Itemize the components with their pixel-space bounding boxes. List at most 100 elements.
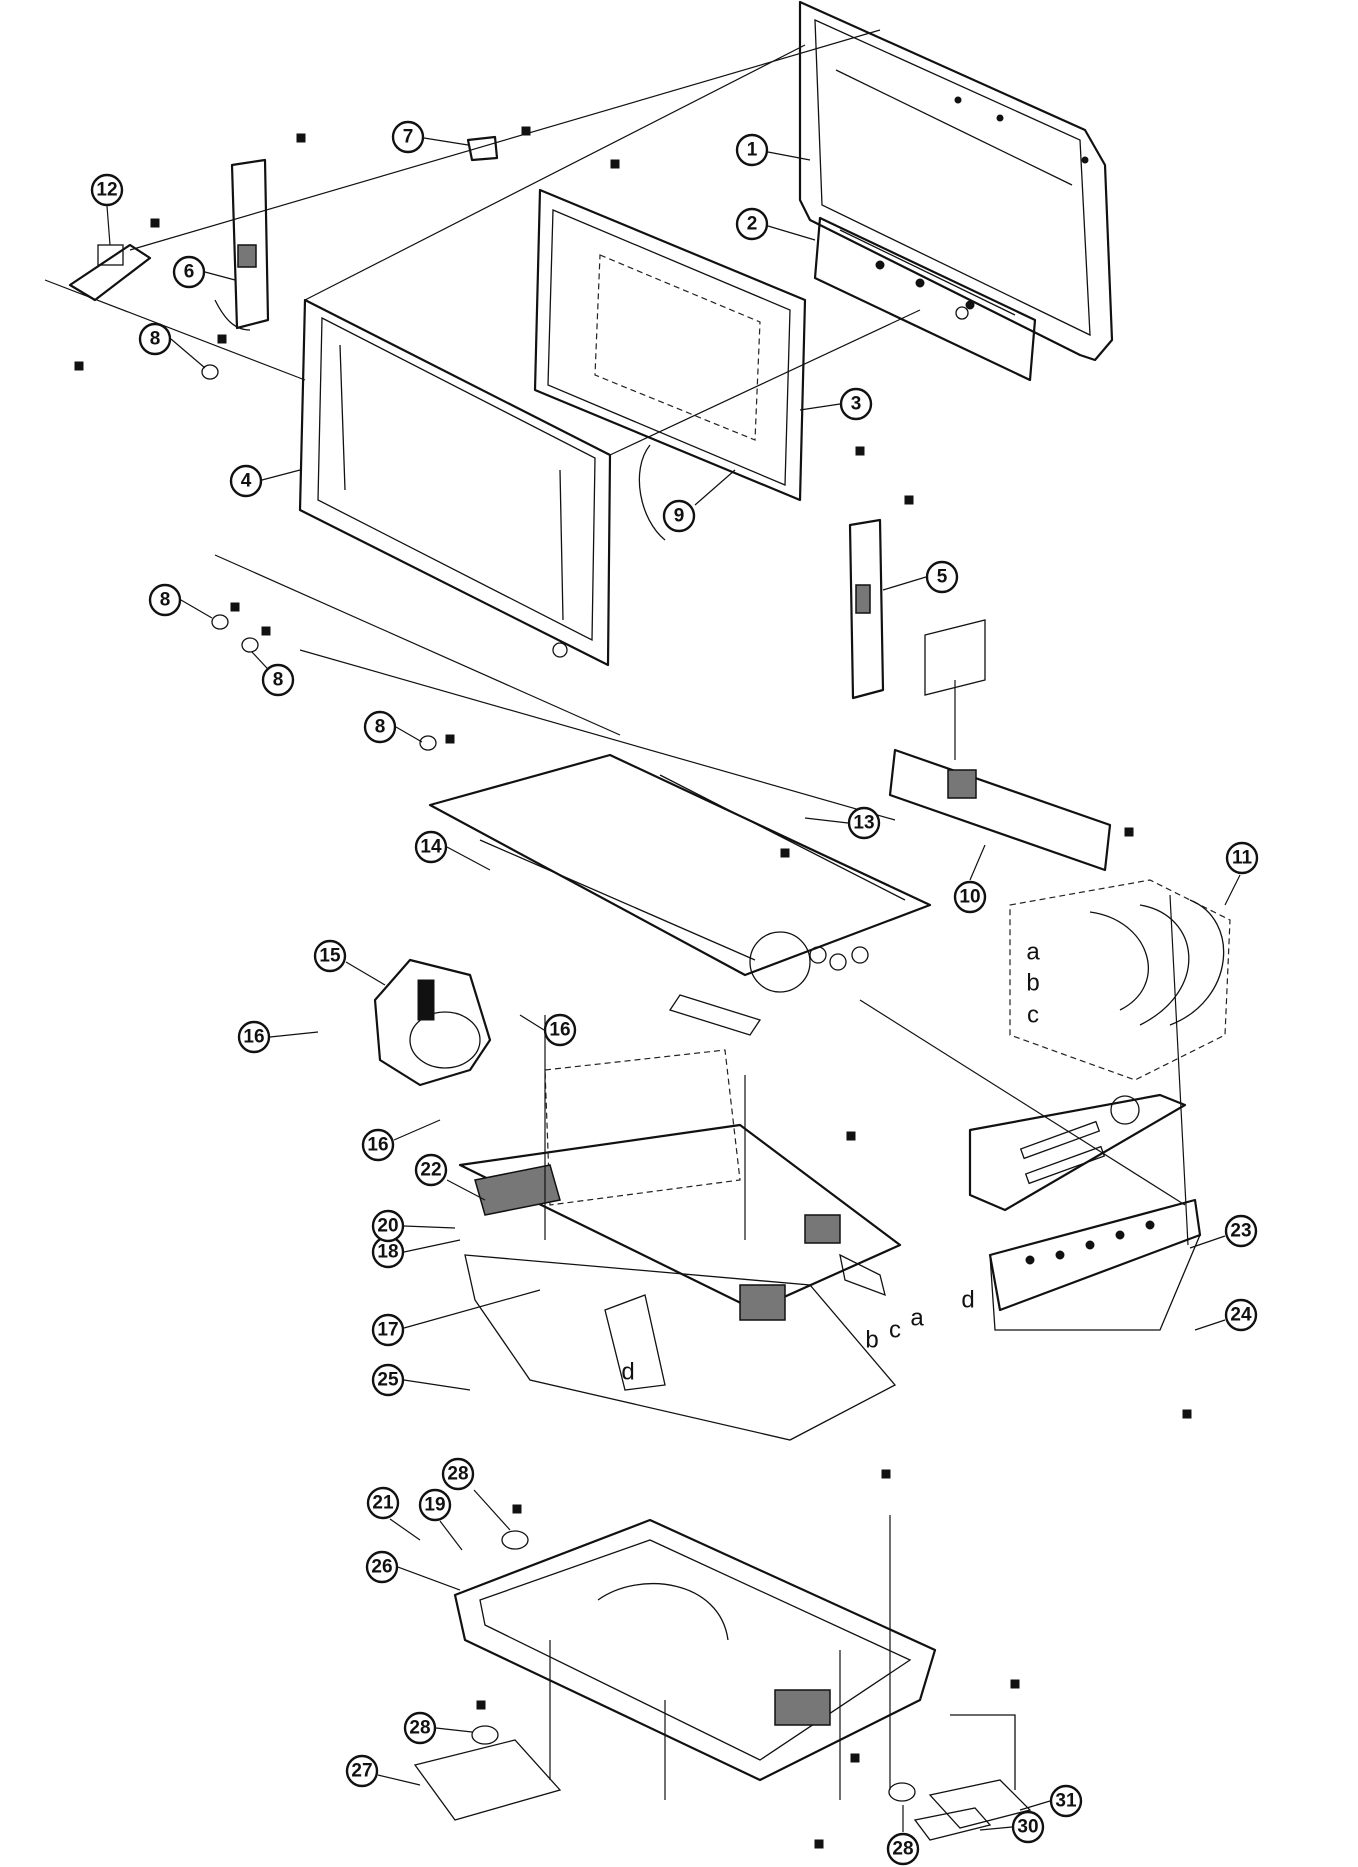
callout-23: 23 bbox=[1189, 1214, 1258, 1249]
svg-text:7: 7 bbox=[403, 127, 414, 148]
svg-text:30: 30 bbox=[1017, 1817, 1038, 1838]
svg-text:31: 31 bbox=[1055, 1791, 1077, 1812]
svg-text:12: 12 bbox=[96, 180, 117, 201]
wire-label-a-board: a bbox=[910, 1305, 924, 1332]
callout-6: 6 bbox=[172, 255, 236, 289]
svg-text:17: 17 bbox=[377, 1320, 398, 1341]
callout-28-bottom: 28 bbox=[886, 1805, 920, 1866]
wire-label-b-board: b bbox=[865, 1327, 878, 1354]
callout-11: 11 bbox=[1224, 841, 1259, 906]
callout-5: 5 bbox=[882, 560, 959, 594]
rubber-foot bbox=[201, 364, 219, 380]
callout-14: 14 bbox=[414, 830, 491, 871]
svg-text:19: 19 bbox=[424, 1495, 445, 1516]
wire-label-d-keyboard: d bbox=[961, 1287, 974, 1314]
lcd-driver-board bbox=[888, 619, 1112, 872]
callout-31: 31 bbox=[1019, 1784, 1083, 1818]
callout-27: 27 bbox=[345, 1754, 421, 1788]
rubber-foot bbox=[211, 614, 229, 630]
callout-8-middle: 8 bbox=[251, 651, 295, 697]
wire-label-c-board: c bbox=[889, 1317, 901, 1344]
svg-text:16: 16 bbox=[243, 1027, 264, 1048]
callout-15: 15 bbox=[313, 939, 386, 986]
callout-17: 17 bbox=[371, 1289, 541, 1347]
svg-text:3: 3 bbox=[851, 394, 862, 415]
left-speaker bbox=[214, 158, 270, 331]
callout-12: 12 bbox=[90, 173, 124, 246]
callout-19: 19 bbox=[418, 1488, 463, 1551]
hinge-bracket bbox=[466, 135, 499, 162]
svg-text:11: 11 bbox=[1232, 848, 1253, 869]
svg-text:8: 8 bbox=[160, 590, 171, 611]
svg-text:28: 28 bbox=[409, 1718, 430, 1739]
svg-text:13: 13 bbox=[853, 813, 874, 834]
key-board bbox=[988, 1198, 1202, 1331]
callout-16-right: 16 bbox=[519, 1013, 577, 1047]
svg-text:20: 20 bbox=[377, 1216, 398, 1237]
screw-set bbox=[74, 126, 1192, 1849]
callout-3: 3 bbox=[799, 387, 873, 421]
callout-22: 22 bbox=[414, 1153, 486, 1201]
svg-text:9: 9 bbox=[674, 506, 685, 527]
callout-26: 26 bbox=[365, 1550, 461, 1591]
callout-28-top: 28 bbox=[441, 1457, 511, 1531]
callout-30: 30 bbox=[979, 1810, 1045, 1844]
callout-25: 25 bbox=[371, 1363, 471, 1397]
svg-text:8: 8 bbox=[375, 717, 386, 738]
svg-text:14: 14 bbox=[420, 837, 442, 858]
svg-text:6: 6 bbox=[184, 262, 195, 283]
callout-1: 1 bbox=[735, 133, 811, 167]
wire-label-c: c bbox=[1027, 1002, 1039, 1029]
rear-cover bbox=[798, 0, 1114, 362]
svg-text:21: 21 bbox=[372, 1493, 394, 1514]
wire-label-d-board: d bbox=[621, 1359, 634, 1386]
svg-text:22: 22 bbox=[420, 1160, 441, 1181]
callout-4: 4 bbox=[229, 464, 301, 498]
rubber-foot bbox=[241, 637, 259, 653]
front-bezel bbox=[298, 298, 612, 667]
callout-13: 13 bbox=[804, 806, 881, 840]
callout-28-left: 28 bbox=[403, 1711, 473, 1745]
right-speaker bbox=[848, 518, 885, 700]
wire-label-a: a bbox=[1026, 939, 1040, 966]
disc-mechanism bbox=[373, 958, 492, 1087]
battery-cover bbox=[928, 1714, 1032, 1829]
svg-text:18: 18 bbox=[377, 1242, 398, 1263]
svg-text:16: 16 bbox=[367, 1135, 388, 1156]
power-switch bbox=[68, 243, 152, 302]
svg-text:16: 16 bbox=[549, 1020, 570, 1041]
callout-10: 10 bbox=[953, 844, 987, 914]
svg-text:4: 4 bbox=[241, 471, 252, 492]
svg-text:25: 25 bbox=[377, 1370, 399, 1391]
svg-text:26: 26 bbox=[371, 1557, 392, 1578]
front-control-panel bbox=[968, 1093, 1187, 1212]
leader-lines bbox=[44, 29, 1189, 1800]
label-sheet bbox=[413, 1739, 562, 1821]
callout-2: 2 bbox=[735, 207, 816, 241]
svg-text:15: 15 bbox=[319, 946, 341, 967]
svg-text:2: 2 bbox=[747, 214, 758, 235]
bottom-cabinet bbox=[453, 1518, 937, 1782]
rubber-foot bbox=[888, 1782, 916, 1802]
svg-text:28: 28 bbox=[892, 1839, 913, 1860]
callout-21: 21 bbox=[366, 1486, 421, 1541]
svg-text:8: 8 bbox=[150, 329, 161, 350]
top-cabinet bbox=[428, 753, 932, 1036]
callout-8-bottom: 8 bbox=[363, 710, 423, 744]
rubber-foot bbox=[501, 1530, 529, 1550]
inverter-bracket bbox=[813, 216, 1037, 382]
svg-text:5: 5 bbox=[937, 567, 948, 588]
rubber-foot bbox=[419, 735, 437, 751]
svg-text:27: 27 bbox=[351, 1761, 372, 1782]
callout-24: 24 bbox=[1194, 1298, 1258, 1332]
cable-set bbox=[1009, 879, 1231, 1081]
insulation-sheet bbox=[464, 1254, 897, 1441]
main-board bbox=[458, 1049, 902, 1321]
svg-text:24: 24 bbox=[1230, 1305, 1252, 1326]
rubber-foot bbox=[471, 1725, 499, 1745]
callout-9: 9 bbox=[662, 469, 736, 533]
callout-16-left: 16 bbox=[237, 1020, 319, 1054]
callout-20: 20 bbox=[371, 1209, 456, 1243]
battery-door bbox=[913, 1807, 992, 1841]
